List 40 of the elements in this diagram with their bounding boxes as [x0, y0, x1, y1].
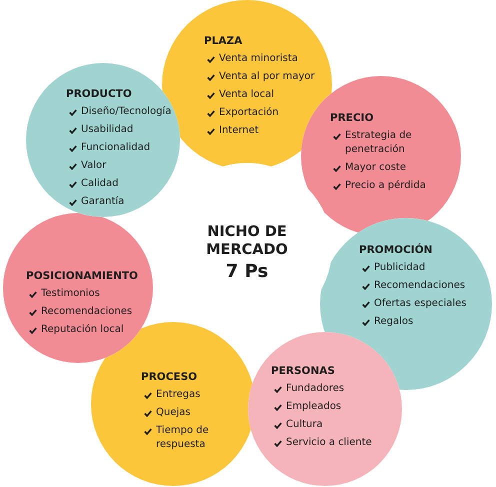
- list-item: Cultura: [286, 418, 323, 432]
- list-item: Ofertas especiales: [374, 297, 466, 311]
- list-item: Funcionalidad: [81, 141, 150, 155]
- list-item: Usabilidad: [81, 123, 134, 137]
- category-circle: [26, 63, 180, 217]
- list-item: Servicio a cliente: [286, 436, 372, 450]
- category-circle: [3, 213, 153, 363]
- list-item: Internet: [219, 124, 259, 138]
- list-item: Venta minorista: [219, 52, 298, 66]
- category-heading: PRECIO: [330, 111, 374, 126]
- list-item: Exportación: [219, 106, 279, 120]
- category-heading: PERSONAS: [271, 364, 335, 379]
- list-item: Testimonios: [41, 287, 100, 301]
- category-heading: POSICIONAMIENTO: [26, 269, 138, 284]
- list-item: Recomendaciones: [374, 279, 466, 293]
- list-item: Calidad: [81, 177, 118, 191]
- list-item: Publicidad: [374, 261, 426, 275]
- category-heading: PRODUCTO: [66, 87, 132, 102]
- list-item: Valor: [81, 159, 106, 173]
- list-item: Quejas: [156, 406, 190, 420]
- list-item: Regalos: [374, 315, 414, 329]
- list-item: Venta local: [219, 88, 274, 102]
- list-item: Garantía: [81, 195, 124, 209]
- list-item: Estrategia de penetración: [345, 129, 413, 157]
- hub-subtitle: 7 Ps: [226, 261, 268, 283]
- category-circle: [248, 332, 402, 486]
- list-item: Diseño/Tecnología: [81, 105, 172, 119]
- list-item: Fundadores: [286, 382, 344, 396]
- list-item: Mayor coste: [345, 161, 406, 175]
- category-heading: PROMOCIÓN: [359, 242, 432, 258]
- list-item: Precio a pérdida: [345, 179, 426, 193]
- list-item: Empleados: [286, 400, 342, 414]
- list-item: Tiempo de respuesta: [156, 424, 210, 452]
- category-heading: PROCESO: [141, 370, 198, 385]
- list-item: Entregas: [156, 388, 200, 402]
- list-item: Recomendaciones: [41, 305, 132, 319]
- list-item: Reputación local: [41, 323, 124, 337]
- category-heading: PLAZA: [204, 34, 242, 49]
- list-item: Venta al por mayor: [219, 70, 315, 84]
- hub-title: NICHO DE MERCADO: [205, 223, 289, 259]
